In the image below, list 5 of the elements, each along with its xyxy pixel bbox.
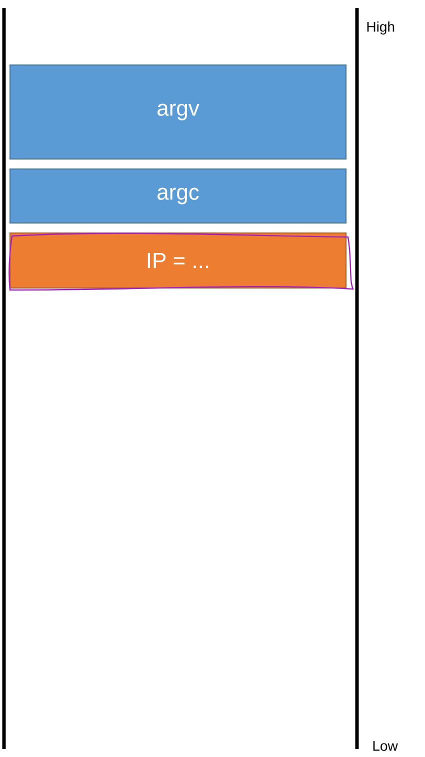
memory-block: argv — [10, 64, 346, 160]
memory-block: IP = ... — [10, 232, 346, 288]
memory-block: argc — [10, 168, 346, 224]
axis-label: Low — [373, 741, 398, 751]
axis-label: High — [367, 21, 394, 35]
